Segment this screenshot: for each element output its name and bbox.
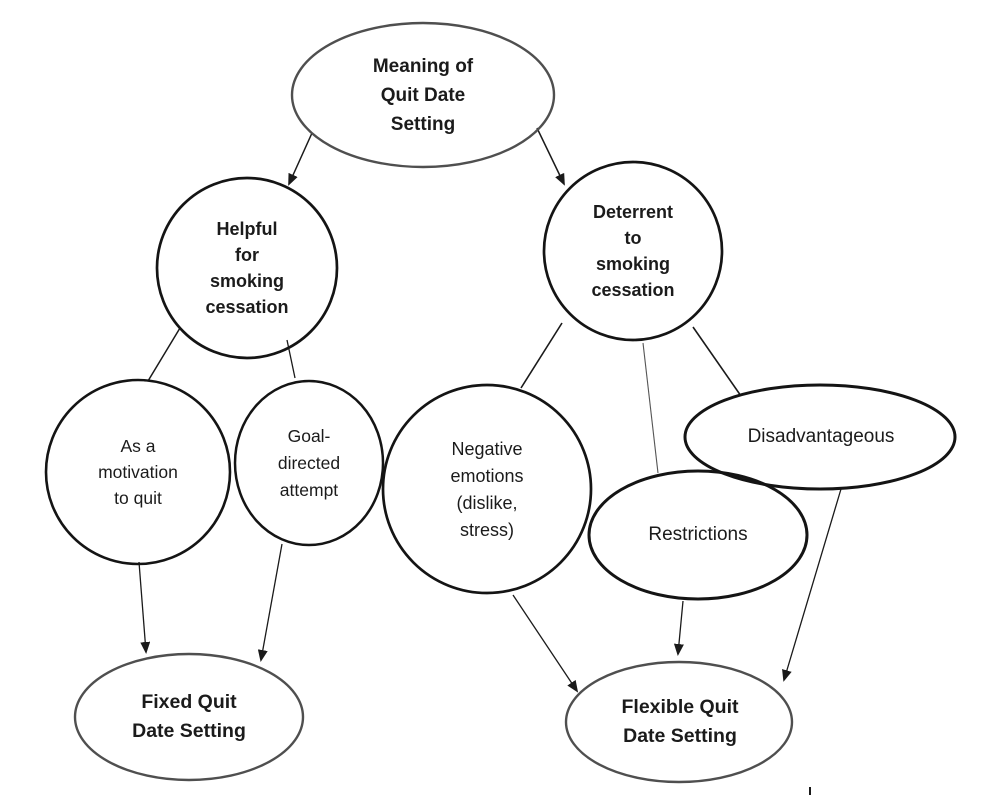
edge-helpful-goal	[286, 339, 296, 379]
edge-deterrent-restrictions	[642, 342, 659, 474]
edge-goal-fixed-arrow	[257, 543, 283, 662]
node-restrictions-ellipse	[587, 469, 809, 601]
node-helpful-circle	[155, 176, 339, 360]
edge-disadvantageous-flexible-arrow	[782, 488, 842, 682]
edge-motivation-fixed-arrow	[138, 561, 151, 654]
stray-tick-mark	[809, 787, 811, 795]
edge-deterrent-disadvantageous	[692, 326, 742, 397]
edge-helpful-motivation	[147, 327, 181, 382]
node-disadvantageous-ellipse	[683, 383, 957, 491]
node-fixed-ellipse	[73, 652, 305, 782]
node-goal-ellipse	[233, 379, 385, 547]
edge-negative-flexible-arrow	[512, 594, 579, 693]
node-meaning-ellipse	[290, 21, 556, 169]
edge-meaning-helpful-arrow	[288, 132, 313, 186]
node-deterrent-circle	[542, 160, 724, 342]
edge-meaning-deterrent-arrow	[536, 127, 565, 186]
node-negative-circle	[381, 383, 593, 595]
edge-restrictions-flexible-arrow	[673, 600, 684, 656]
edge-deterrent-negative	[520, 322, 563, 389]
node-flexible-ellipse	[564, 660, 794, 784]
node-motivation-circle	[44, 378, 232, 566]
